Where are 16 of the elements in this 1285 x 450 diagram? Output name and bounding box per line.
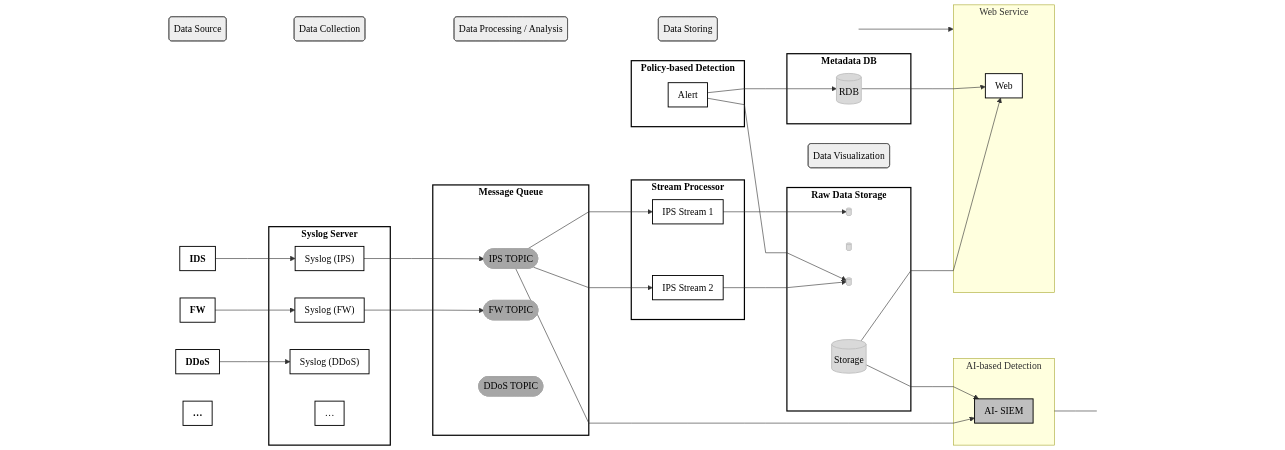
node-box: IDS (179, 245, 216, 272)
node-box: … (314, 400, 345, 426)
node-box: Web (984, 73, 1023, 99)
node-box: DDoS (175, 349, 220, 375)
node-cylinder (845, 207, 852, 217)
node-box: Syslog (FW) (294, 297, 365, 323)
node-box: IPS Stream 1 (652, 199, 724, 225)
node-box: IPS Stream 2 (652, 275, 724, 301)
node-box: AI- SIEM (974, 398, 1034, 424)
node-box: Syslog (DDoS) (289, 349, 370, 375)
node-box: … (182, 400, 213, 426)
node-box: Syslog (IPS) (294, 245, 365, 272)
node-box: FW (179, 297, 216, 323)
node-box: Alert (667, 82, 708, 108)
node-cylinder (845, 242, 852, 251)
node-cylinder (845, 277, 852, 286)
